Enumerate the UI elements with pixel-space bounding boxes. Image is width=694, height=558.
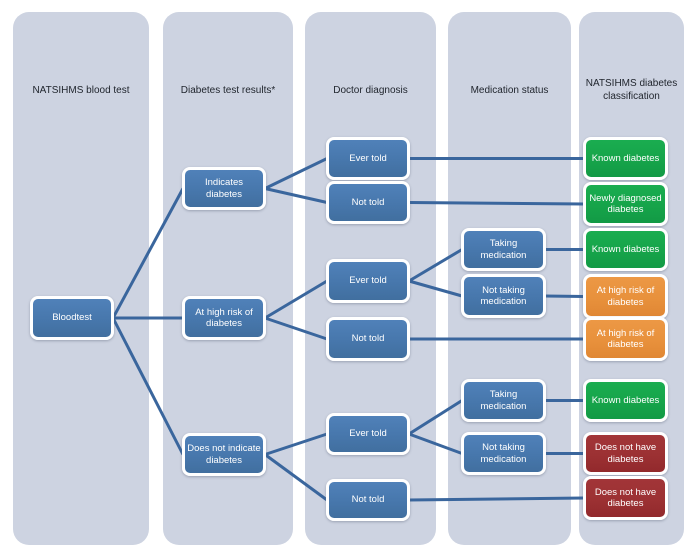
edge-indicates-to-evertold1 (264, 157, 328, 190)
node-taking1: Taking medication (461, 228, 546, 271)
edge-bloodtest-to-notindicate (111, 317, 185, 456)
node-nottaking1: Not taking medication (461, 274, 546, 318)
edge-nottaking1-to-orange1 (544, 294, 585, 298)
node-evertold3: Ever told (326, 413, 410, 455)
edge-highrisk-to-evertold2 (264, 279, 328, 320)
node-notindicate: Does not indicate diabetes (182, 433, 266, 476)
edge-indicates-to-nottold1 (264, 187, 328, 204)
node-highrisk: At high risk of diabetes (182, 296, 266, 340)
column-header-medication-status: Medication status (470, 84, 549, 96)
edge-bloodtest-to-indicates (111, 187, 185, 319)
node-nottold3: Not told (326, 479, 410, 521)
node-taking2: Taking medication (461, 379, 546, 422)
node-red1: Does not have diabetes (583, 432, 668, 475)
node-evertold2: Ever told (326, 259, 410, 303)
node-known1: Known diabetes (583, 137, 668, 180)
node-orange2: At high risk of diabetes (583, 317, 668, 361)
column-header-test-results: Diabetes test results* (180, 84, 276, 96)
column-header-classification: NATSIHMS diabetes classification (585, 78, 678, 102)
node-bloodtest: Bloodtest (30, 296, 114, 340)
edge-notindicate-to-nottold3 (264, 453, 328, 502)
column-panel-blood-test (13, 12, 149, 545)
node-indicates: Indicates diabetes (182, 167, 266, 210)
edge-nottold1-to-newly (408, 201, 585, 206)
node-known3: Known diabetes (583, 379, 668, 422)
edge-evertold3-to-nottaking2 (408, 432, 463, 455)
node-evertold1: Ever told (326, 137, 410, 180)
edge-nottold3-to-red2 (408, 496, 585, 502)
edge-highrisk-to-nottold2 (264, 316, 328, 341)
edge-evertold2-to-taking1 (408, 248, 463, 283)
node-nottold1: Not told (326, 181, 410, 224)
node-known2: Known diabetes (583, 228, 668, 271)
column-header-blood-test: NATSIHMS blood test (32, 84, 130, 96)
node-red2: Does not have diabetes (583, 476, 668, 520)
node-nottaking2: Not taking medication (461, 432, 546, 475)
node-orange1: At high risk of diabetes (583, 274, 668, 319)
column-header-doctor-diagnosis: Doctor diagnosis (333, 84, 408, 96)
edge-notindicate-to-evertold3 (264, 432, 328, 456)
edge-evertold3-to-taking2 (408, 399, 463, 436)
node-nottold2: Not told (326, 317, 410, 361)
edge-evertold2-to-nottaking1 (408, 279, 463, 298)
node-newly: Newly diagnosed diabetes (583, 182, 668, 226)
